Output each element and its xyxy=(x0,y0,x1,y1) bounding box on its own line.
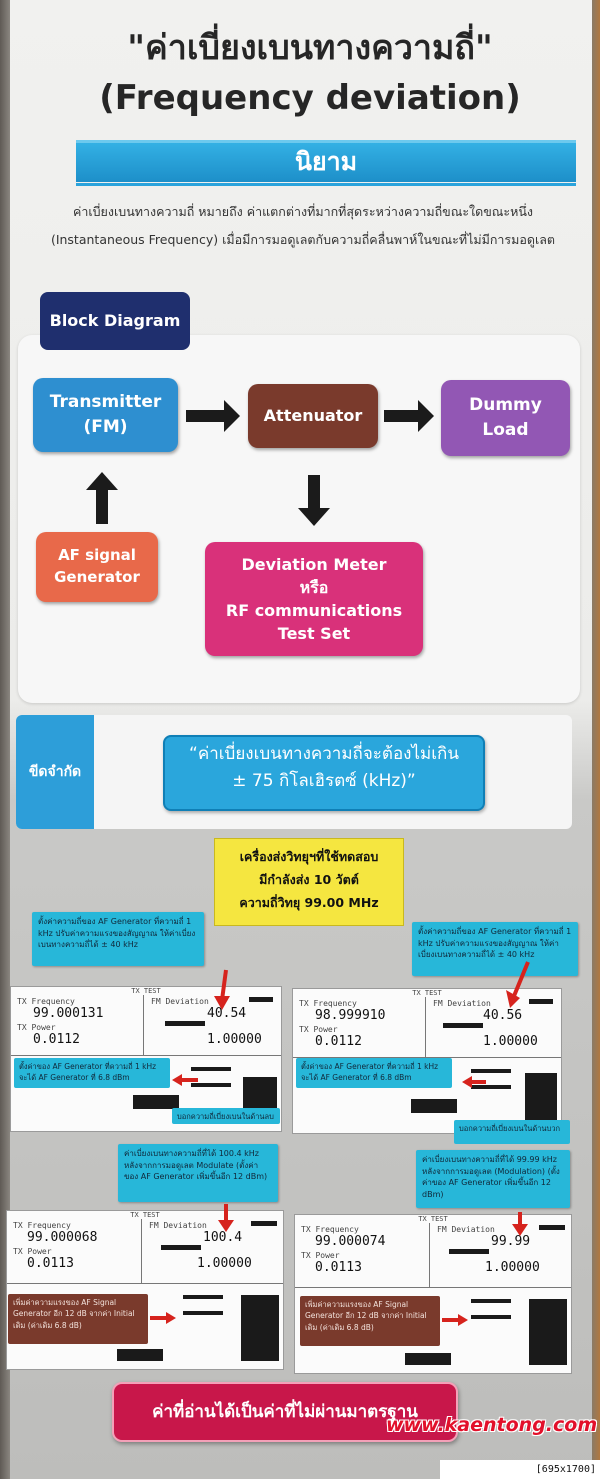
tx-frequency-value-2: 98.999910 xyxy=(315,1008,386,1023)
tx-frequency-value-4: 99.000074 xyxy=(315,1234,386,1249)
tx-frequency-label-3: TX Frequency xyxy=(13,1221,71,1230)
fm-deviation-label-4: FM Deviation xyxy=(437,1225,495,1234)
definition-heading: นิยาม xyxy=(294,147,358,176)
measurement-overlay-2: ตั้งค่าของ AF Generator ที่ความถี่ 1 kHz… xyxy=(296,1058,452,1088)
tx-frequency-value-1: 99.000131 xyxy=(33,1006,104,1021)
block-diagram-arrows xyxy=(86,400,434,526)
tx-power-value-1: 0.0112 xyxy=(33,1032,80,1047)
measurement-note-2: ตั้งค่าความถี่ของ AF Generator ที่ความถี… xyxy=(412,922,578,976)
screen-header-4: TX TEST xyxy=(418,1215,448,1223)
screen-header-1: TX TEST xyxy=(131,987,161,995)
tx-frequency-label-2: TX Frequency xyxy=(299,999,357,1008)
red-arrow-8-icon xyxy=(442,1314,468,1326)
tx-test-screen-4: TX TEST TX Frequency 99.000074 TX Power … xyxy=(294,1214,572,1374)
limit-statement: “ค่าเบี่ยงเบนทางความถี่จะต้องไม่เกิน ± 7… xyxy=(163,735,485,811)
image-credit: [695x1700] http://upic.me/ xyxy=(440,1460,600,1479)
watermark-text: www.kaentong.com xyxy=(386,1414,598,1436)
measurement-tag-2: บอกความถี่เบี่ยงเบนในด้านบวก xyxy=(454,1120,570,1144)
screen-header-2: TX TEST xyxy=(412,989,442,997)
fm-deviation-label-3: FM Deviation xyxy=(149,1221,207,1230)
limit-line-2: ± 75 กิโลเฮิรตซ์ (kHz)” xyxy=(232,771,416,792)
tx-power-value-4: 0.0113 xyxy=(315,1260,362,1275)
measurement-overlay-3: เพิ่มค่าความแรงของ AF Signal Generator อ… xyxy=(8,1294,148,1344)
tx-frequency-value-3: 99.000068 xyxy=(27,1230,98,1245)
red-arrow-6-icon xyxy=(462,1076,486,1088)
screen-header-3: TX TEST xyxy=(130,1211,160,1219)
tx-power-label-1: TX Power xyxy=(17,1023,56,1032)
red-arrow-7-icon xyxy=(150,1312,176,1324)
test-radio-info: เครื่องส่งวิทยุฯที่ใช้ทดสอบ มีกำลังส่ง 1… xyxy=(214,838,404,926)
tx-power-value-2: 0.0112 xyxy=(315,1034,362,1049)
measurement-note-4: ค่าเบี่ยงเบนทางความถี่ที่ได้ 99.99 kHz ห… xyxy=(416,1150,570,1208)
limit-line-1: “ค่าเบี่ยงเบนทางความถี่จะต้องไม่เกิน xyxy=(189,744,459,764)
extra-value-3: 1.00000 xyxy=(197,1256,252,1271)
arrow-generator-to-transmitter-icon xyxy=(86,472,118,524)
attenuator-block: Attenuator xyxy=(248,384,378,448)
red-arrow-3-icon xyxy=(218,1204,234,1232)
test-radio-line-2: มีกำลังส่ง 10 วัตต์ xyxy=(259,872,359,888)
tx-power-label-3: TX Power xyxy=(13,1247,52,1256)
tx-power-label-2: TX Power xyxy=(299,1025,338,1034)
measurement-overlay-1: ตั้งค่าของ AF Generator ที่ความถี่ 1 kHz… xyxy=(14,1058,170,1088)
test-radio-line-1: เครื่องส่งวิทยุฯที่ใช้ทดสอบ xyxy=(239,849,379,864)
definition-line-2: (Instantaneous Frequency) เมื่อมีการมอดู… xyxy=(50,232,556,247)
definition-line-1: ค่าเบี่ยงเบนทางความถี่ หมายถึง ค่าแตกต่า… xyxy=(72,204,534,219)
block-diagram-tag: Block Diagram xyxy=(40,292,190,350)
definition-heading-bar xyxy=(76,140,576,182)
arrow-attenuator-to-dummy-icon xyxy=(384,400,434,432)
deviation-meter-block: Deviation Meter หรือ RF communications T… xyxy=(205,542,423,656)
tx-power-label-4: TX Power xyxy=(301,1251,340,1260)
poster-title-thai: "ค่าเบี่ยงเบนทางความถี่" xyxy=(127,28,493,68)
measurement-tag-1: บอกความถี่เบี่ยงเบนในด้านลบ xyxy=(172,1108,280,1124)
fm-deviation-value-2: 40.56 xyxy=(483,1008,523,1023)
measurement-note-3: ค่าเบี่ยงเบนทางความถี่ที่ได้ 100.4 kHz ห… xyxy=(118,1144,278,1202)
red-arrow-5-icon xyxy=(172,1074,198,1086)
poster-title-english: (Frequency deviation) xyxy=(99,78,521,118)
transmitter-block: Transmitter (FM) xyxy=(33,378,178,452)
red-arrow-4-icon xyxy=(512,1212,528,1236)
fm-deviation-label-1: FM Deviation xyxy=(151,997,209,1006)
extra-value-4: 1.00000 xyxy=(485,1260,540,1275)
tx-power-value-3: 0.0113 xyxy=(27,1256,74,1271)
conclusion-box: ค่าที่อ่านได้เป็นค่าที่ไม่ผ่านมาตรฐาน xyxy=(112,1382,458,1442)
fm-deviation-value-1: 40.54 xyxy=(207,1006,247,1021)
test-radio-line-3: ความถี่วิทยุ 99.00 MHz xyxy=(239,895,379,911)
tx-test-screen-2: TX TEST TX Frequency 98.999910 TX Power … xyxy=(292,988,562,1134)
red-arrow-1-icon xyxy=(214,969,230,1010)
measurement-note-1: ตั้งค่าความถี่ของ AF Generator ที่ความถี… xyxy=(32,912,204,966)
definition-underline xyxy=(76,183,576,186)
limit-tab: ขีดจำกัด xyxy=(16,715,94,829)
fm-deviation-value-3: 100.4 xyxy=(203,1230,243,1245)
fm-deviation-label-2: FM Deviation xyxy=(433,999,491,1008)
dummy-load-block: Dummy Load xyxy=(441,380,570,456)
tx-frequency-label-1: TX Frequency xyxy=(17,997,75,1006)
fm-deviation-value-4: 99.99 xyxy=(491,1234,531,1249)
red-arrow-2-icon xyxy=(506,961,530,1008)
tx-frequency-label-4: TX Frequency xyxy=(301,1225,359,1234)
arrow-attenuator-to-meter-icon xyxy=(298,475,330,526)
extra-value-1: 1.00000 xyxy=(207,1032,262,1047)
measurement-overlay-4: เพิ่มค่าความแรงของ AF Signal Generator อ… xyxy=(300,1296,440,1346)
af-generator-block: AF signal Generator xyxy=(36,532,158,602)
extra-value-2: 1.00000 xyxy=(483,1034,538,1049)
arrow-transmitter-to-attenuator-icon xyxy=(186,400,240,432)
